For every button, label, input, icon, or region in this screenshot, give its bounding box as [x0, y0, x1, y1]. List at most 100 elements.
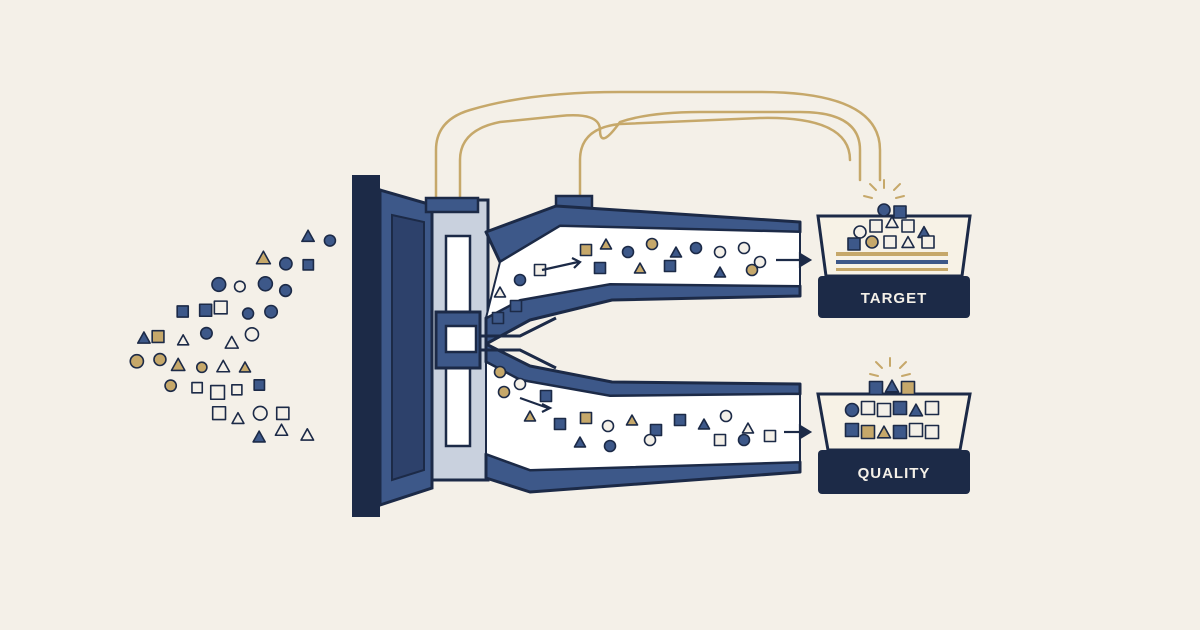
quality-bin: QUALITY — [816, 357, 972, 494]
front-bevel-inner — [391, 213, 425, 482]
circle-particle — [844, 402, 860, 418]
circle-particle — [497, 385, 511, 399]
triangle-particle — [216, 359, 231, 373]
square-particle — [231, 383, 243, 396]
square-particle — [593, 261, 607, 275]
circle-particle — [153, 352, 167, 367]
triangle-particle — [741, 422, 755, 434]
circle-particle — [745, 263, 759, 277]
triangle-particle — [255, 250, 272, 265]
square-particle — [908, 422, 924, 438]
arrow-icon — [776, 252, 813, 268]
square-particle — [509, 299, 523, 313]
arrow-icon — [784, 424, 813, 440]
square-particle — [209, 384, 226, 401]
triangle-particle — [301, 229, 316, 243]
square-particle — [900, 380, 916, 396]
flow-arrows — [519, 252, 813, 440]
triangle-particle — [625, 414, 639, 426]
circle-particle — [493, 365, 507, 379]
feed-spout-lower — [480, 348, 557, 370]
triangle-particle — [274, 423, 289, 437]
triangle-particle — [697, 418, 711, 430]
square-particle — [649, 423, 663, 437]
triangle-particle — [599, 238, 613, 250]
feed-spout — [480, 316, 557, 338]
triangle-particle — [669, 246, 683, 258]
square-particle — [579, 243, 593, 257]
triangle-particle — [901, 235, 915, 249]
circle-particle — [853, 225, 867, 239]
circle-particle — [689, 241, 703, 255]
square-particle — [901, 219, 915, 233]
top-cap-left — [424, 196, 480, 214]
target-bin: TARGET — [816, 179, 972, 318]
circle-particle — [643, 433, 657, 447]
channel-particles — [491, 237, 777, 453]
triangle-particle — [136, 331, 151, 344]
target-bin-stripe — [836, 252, 948, 256]
triangle-particle — [884, 379, 900, 393]
square-particle — [924, 424, 940, 440]
triangle-particle — [633, 262, 647, 274]
square-particle — [883, 235, 897, 249]
circle-particle — [737, 241, 751, 255]
triangle-particle — [573, 436, 587, 448]
square-particle — [191, 381, 204, 394]
circle-particle — [164, 379, 178, 393]
triangle-particle — [493, 286, 507, 298]
target-label: TARGET — [861, 290, 928, 307]
triangle-particle — [908, 403, 924, 417]
circle-particle — [211, 276, 227, 293]
triangle-particle — [300, 428, 315, 441]
square-particle — [663, 259, 677, 273]
circle-particle — [513, 377, 527, 391]
target-particle-pile — [847, 203, 935, 251]
target-label-box — [818, 276, 970, 318]
circle-particle — [278, 256, 293, 271]
circle-particle — [877, 203, 891, 217]
wire-inner — [458, 110, 862, 200]
triangle-particle — [885, 215, 899, 229]
square-particle — [553, 417, 567, 431]
circle-particle — [195, 361, 208, 374]
triangle-particle — [876, 425, 892, 439]
glow-rays-icon — [863, 179, 905, 199]
circle-particle — [244, 326, 260, 342]
square-particle — [302, 258, 315, 271]
square-particle — [924, 400, 940, 416]
circle-particle — [621, 245, 635, 259]
triangle-particle — [170, 357, 186, 372]
square-particle — [539, 389, 553, 403]
target-bin-stripe — [836, 268, 948, 271]
front-plate — [352, 175, 380, 517]
square-particle — [213, 300, 228, 315]
quality-label: QUALITY — [858, 465, 931, 482]
square-particle — [579, 411, 593, 425]
circle-particle — [278, 283, 293, 298]
circle-particle — [129, 353, 145, 369]
circle-particle — [323, 234, 337, 247]
square-particle — [151, 329, 165, 344]
square-particle — [860, 400, 876, 416]
quality-particle-pile — [844, 379, 940, 440]
square-particle — [491, 311, 505, 325]
square-particle — [876, 402, 892, 418]
circle-particle — [233, 280, 246, 293]
square-particle — [860, 424, 876, 440]
circle-particle — [719, 409, 733, 423]
intake-particle-cloud — [129, 229, 337, 443]
square-particle — [844, 422, 860, 438]
square-particle — [892, 400, 908, 416]
triangle-particle — [252, 430, 266, 443]
circle-particle — [252, 405, 268, 421]
quality-label-box — [818, 450, 970, 494]
triangle-particle — [231, 411, 245, 425]
circle-particle — [645, 237, 659, 251]
square-particle — [921, 235, 935, 249]
square-particle — [176, 305, 190, 318]
connector-wires — [434, 90, 882, 200]
square-particle — [713, 433, 727, 447]
